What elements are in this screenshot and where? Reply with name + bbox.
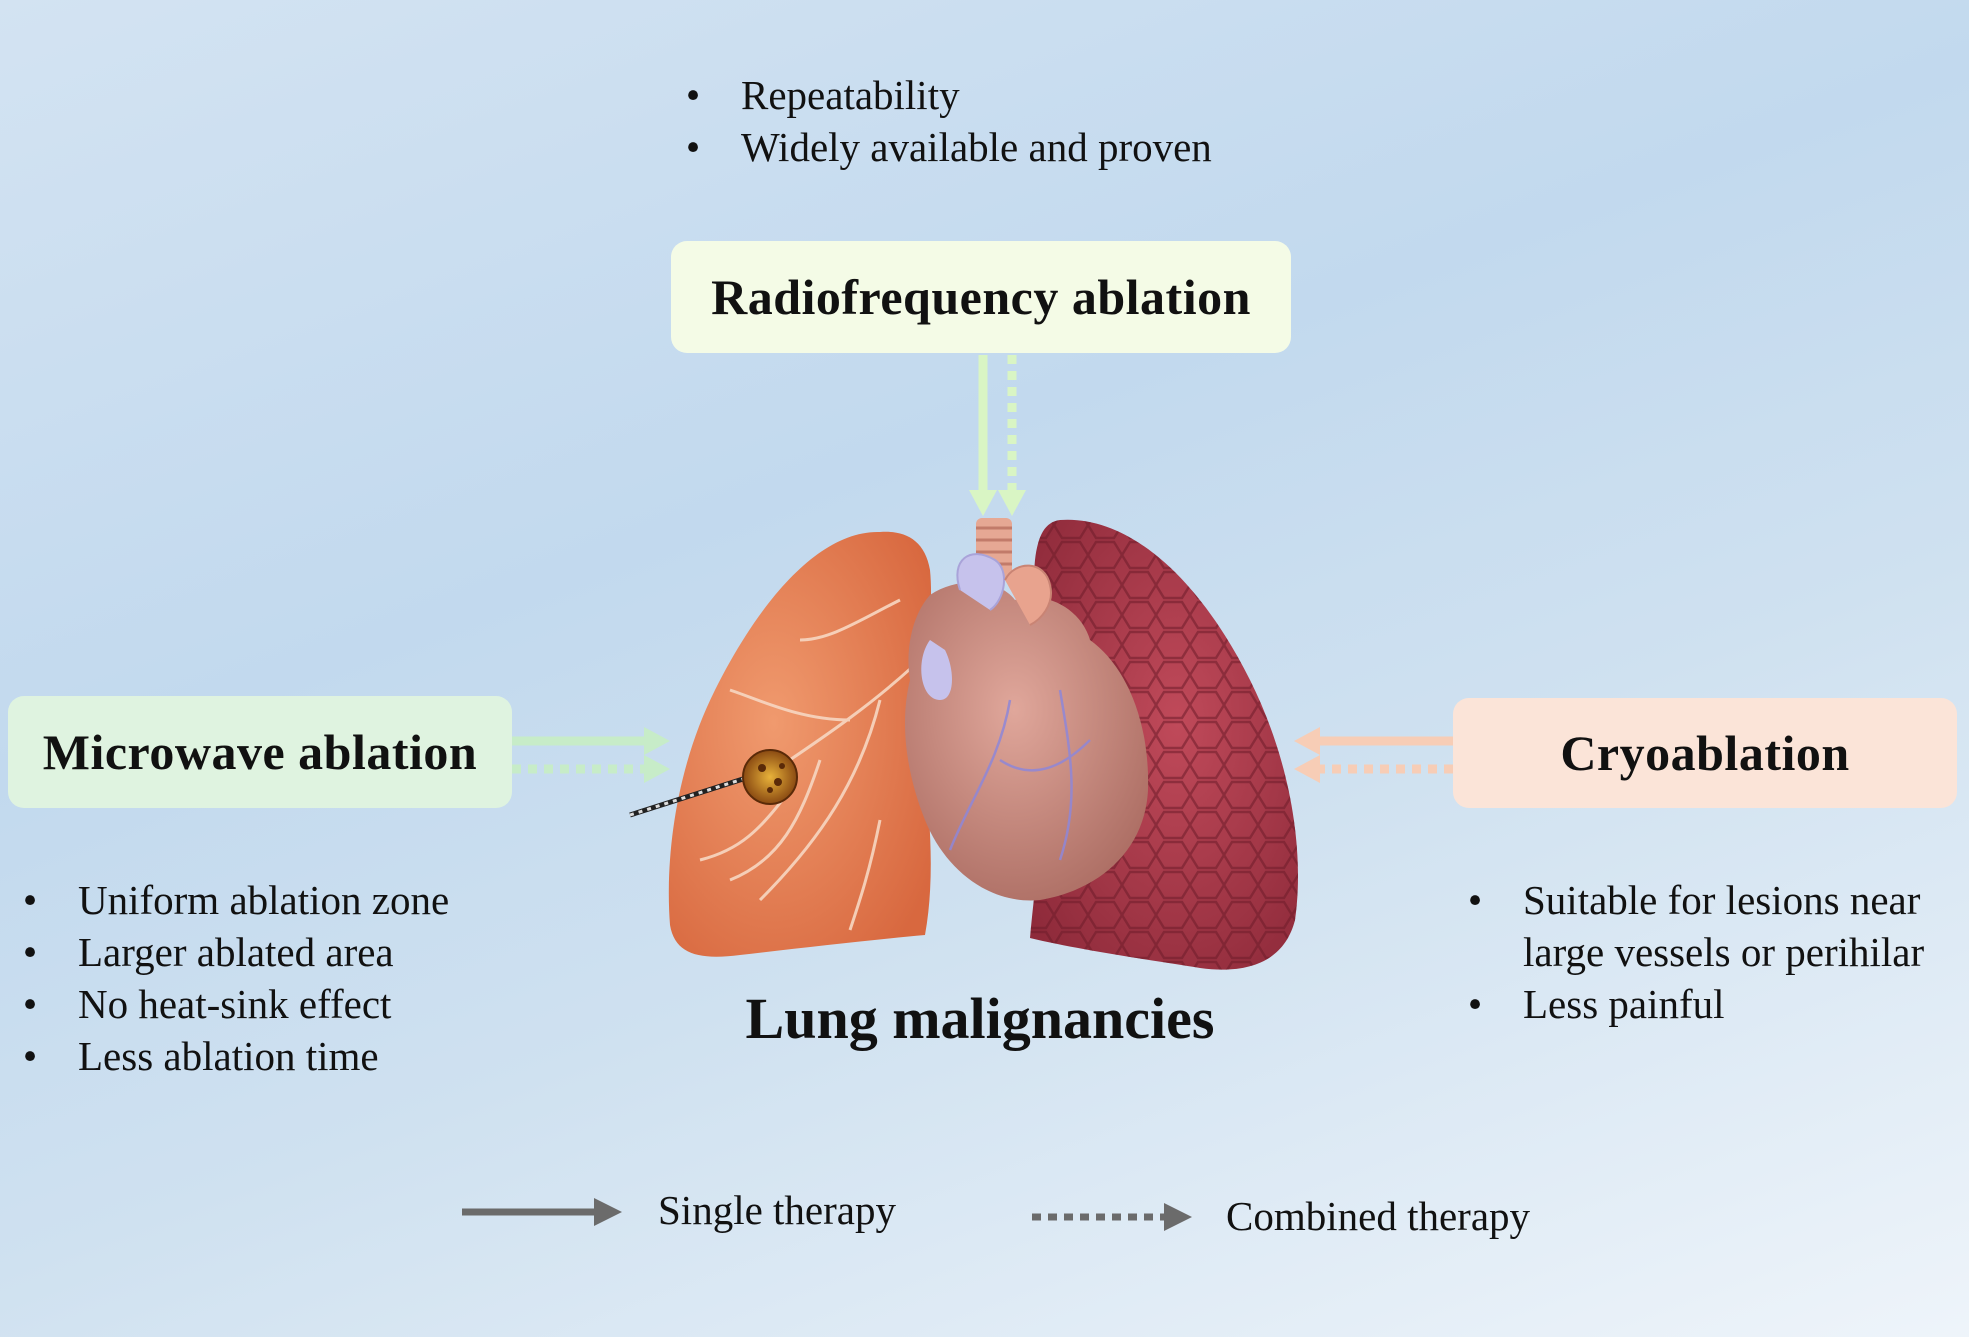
cryo-benefit-text: Suitable for lesions near large vessels … [1523,877,1925,975]
cryo-title: Cryoablation [1560,725,1850,781]
mwa-title: Microwave ablation [42,724,478,780]
cryo-dotted-arrow [1294,755,1453,783]
mwa-benefit-text: Less ablation time [78,1033,379,1079]
list-item: •No heat-sink effect [22,981,392,1027]
mwa-benefit-text: No heat-sink effect [78,981,392,1027]
legend-single-label: Single therapy [658,1187,896,1233]
center-title: Lung malignancies [745,986,1215,1051]
rfa-box: Radiofrequency ablation [671,241,1291,353]
rfa-benefits-list: •Repeatability •Widely available and pro… [683,69,1212,173]
rfa-benefit-text: Widely available and proven [741,124,1212,170]
legend-combined-label: Combined therapy [1226,1193,1531,1239]
list-item: •Larger ablated area [22,929,394,975]
mwa-solid-arrow [512,727,670,755]
mwa-benefit-text: Uniform ablation zone [78,877,450,923]
list-item: •Less ablation time [22,1033,379,1079]
cryo-solid-arrow [1294,727,1453,755]
mwa-dotted-arrow [512,755,670,783]
mwa-box: Microwave ablation [8,696,512,808]
mwa-benefits-list: •Uniform ablation zone •Larger ablated a… [20,874,449,1082]
cryo-box: Cryoablation [1453,698,1957,808]
list-item: •Repeatability [685,72,960,118]
tumor-lesion-icon [742,749,798,805]
rfa-dotted-arrow [998,355,1026,516]
list-item: •Uniform ablation zone [22,877,450,923]
cryo-benefit-text: Less painful [1523,981,1725,1027]
cryo-benefits-list: •Suitable for lesions near large vessels… [1465,874,1965,1030]
mwa-benefit-text: Larger ablated area [78,929,394,975]
rfa-title: Radiofrequency ablation [711,269,1251,325]
rfa-solid-arrow [969,355,997,516]
list-item: •Less painful [1467,981,1725,1027]
legend-combined-arrow [1032,1203,1192,1231]
rfa-benefit-text: Repeatability [741,72,960,118]
legend-single-arrow [462,1198,622,1226]
list-item: •Suitable for lesions near large vessels… [1467,877,1925,975]
list-item: •Widely available and proven [685,124,1212,170]
lungs-heart-illustration [629,518,1298,970]
